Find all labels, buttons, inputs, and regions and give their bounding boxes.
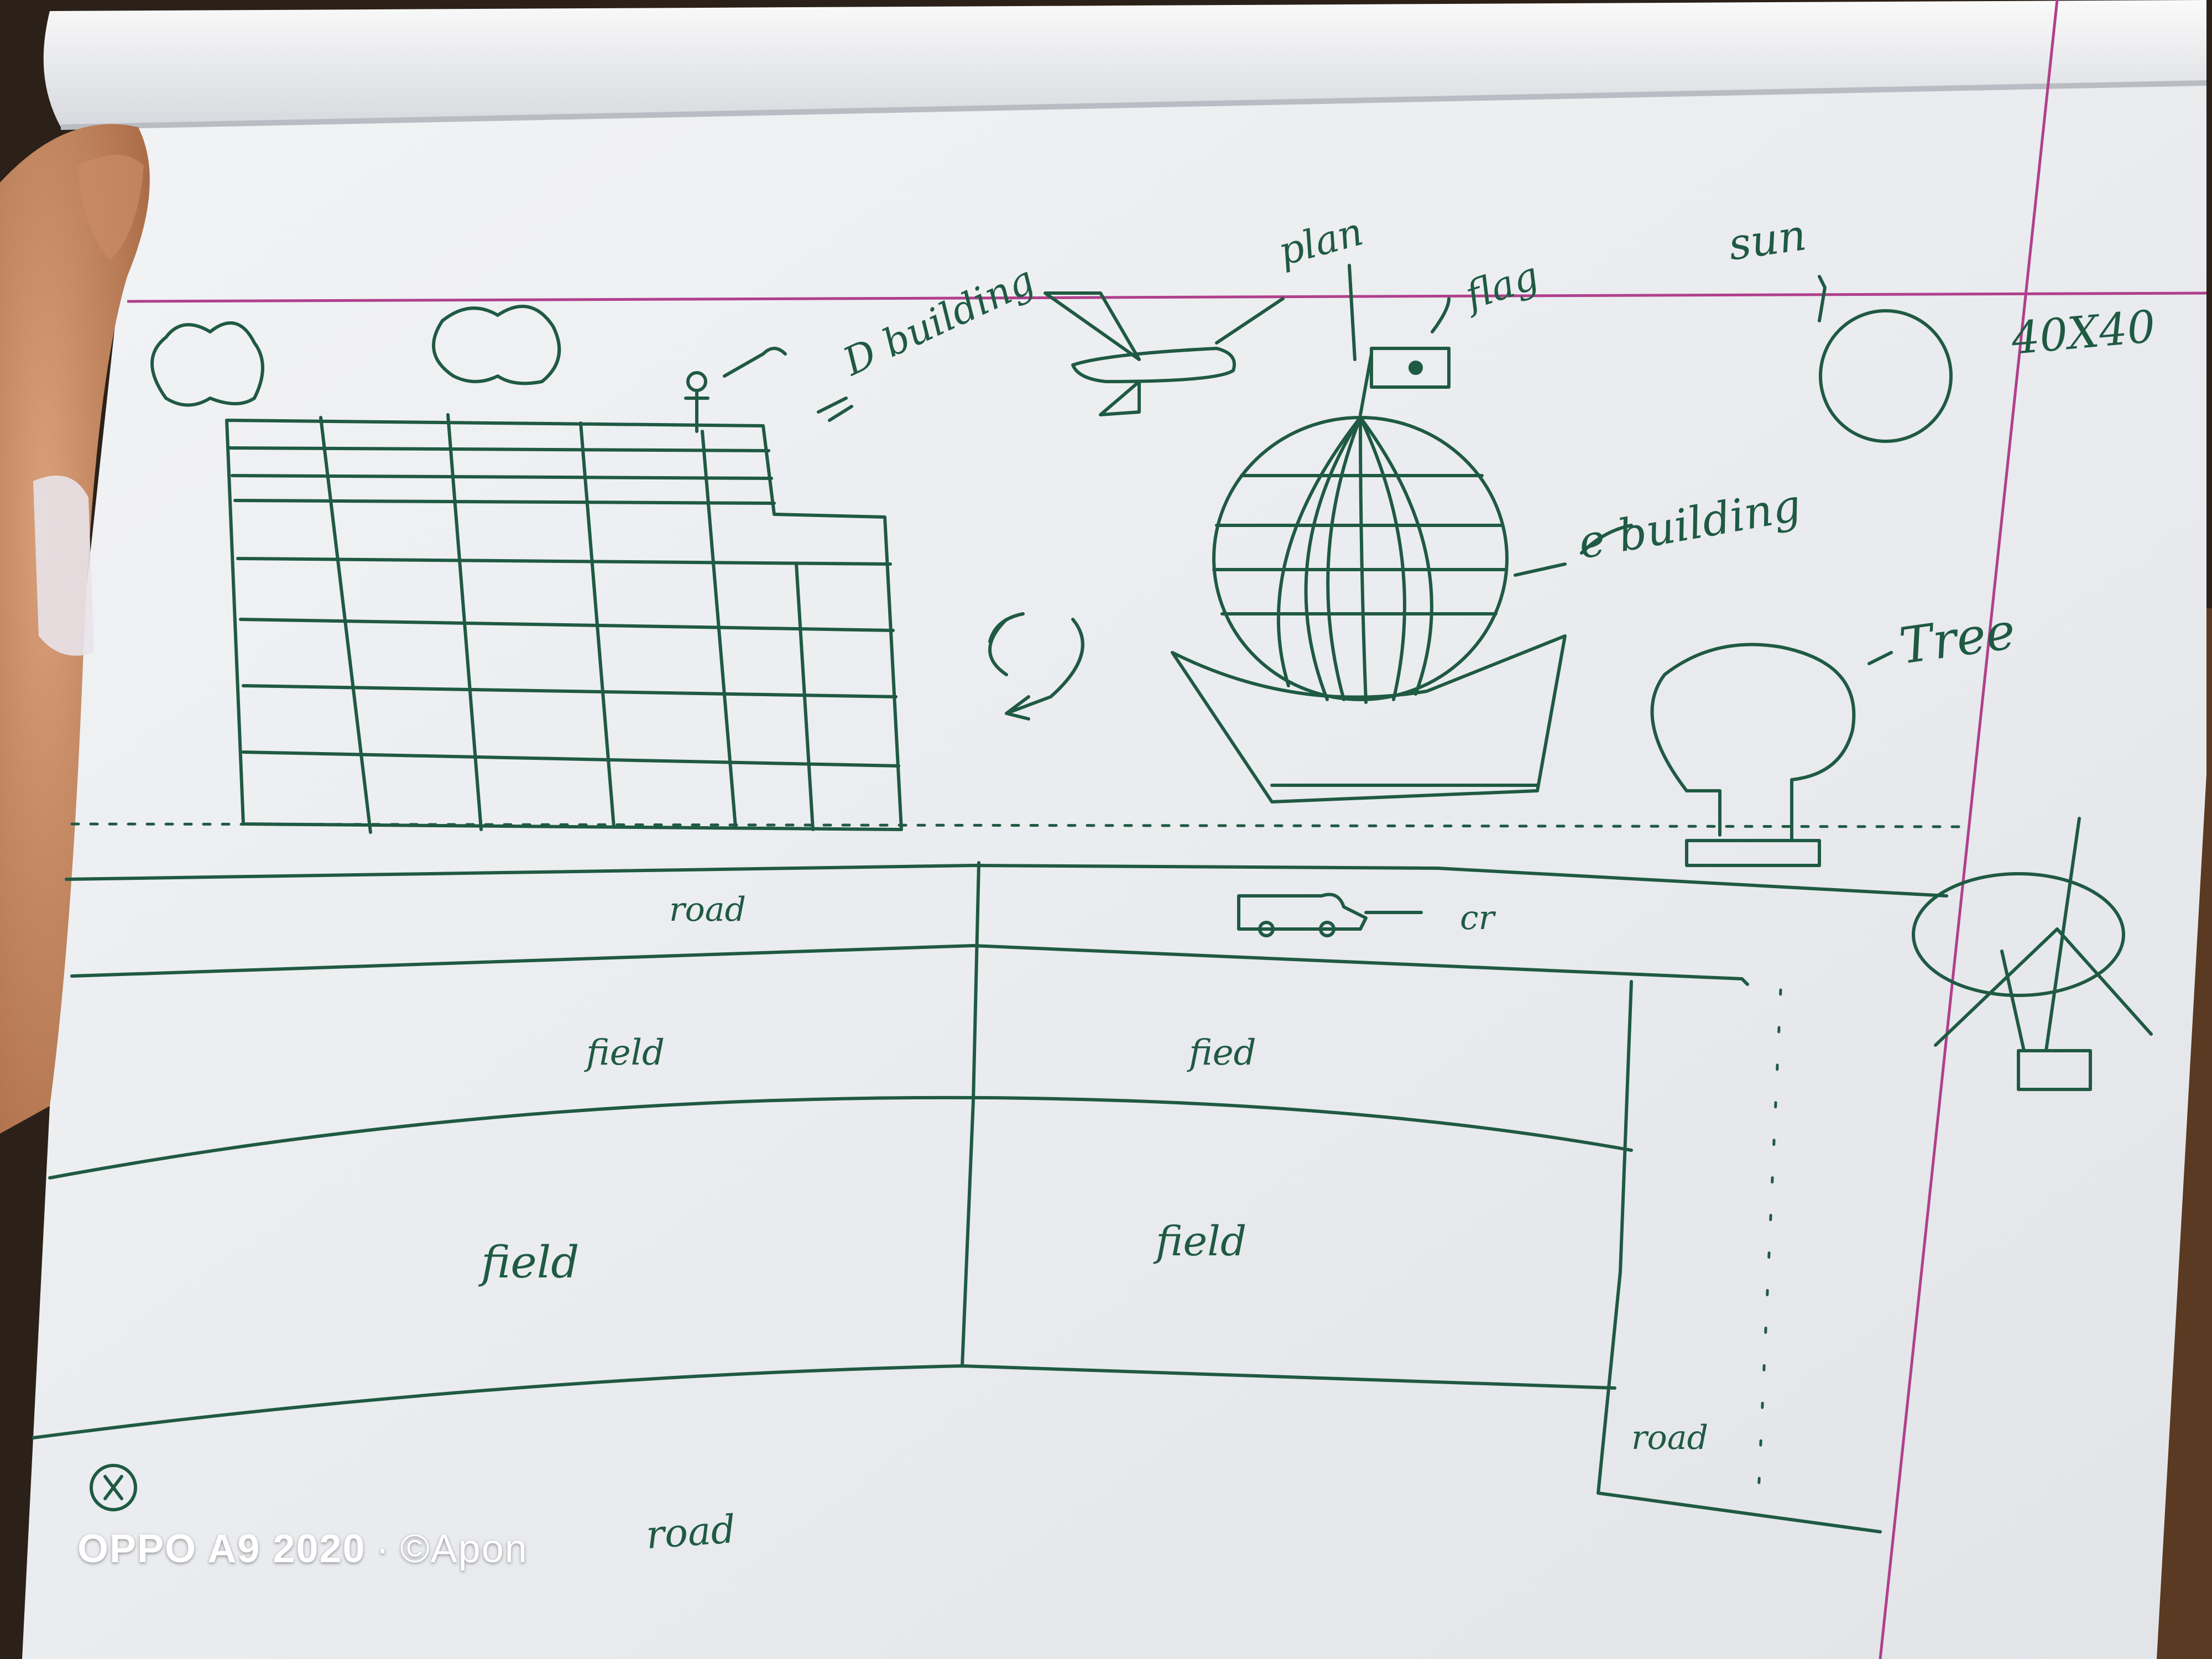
- paper-sheet: [22, 77, 2206, 1659]
- label-road-bottom: road: [644, 1506, 737, 1558]
- airplane: [1044, 291, 1285, 416]
- label-field-4: field: [1153, 1218, 1246, 1265]
- field-divider: [961, 861, 980, 1368]
- watermark-separator: ·: [375, 1527, 390, 1571]
- label-road-right: road: [1631, 1418, 1708, 1457]
- right-margin-line: [1879, 0, 2059, 1659]
- north-symbol: [90, 1464, 137, 1511]
- top-margin-line: [127, 291, 2207, 303]
- sun: [1818, 275, 1953, 443]
- field-line-bottom: [32, 1364, 1616, 1439]
- label-sun: sun: [1725, 210, 1809, 270]
- thumb-nail: [77, 155, 144, 260]
- camera-watermark: OPPO A9 2020·©Apon: [77, 1526, 528, 1572]
- label-size: 40X40: [2009, 301, 2158, 364]
- label-field-2: fied: [1187, 1032, 1256, 1073]
- label-road-top: road: [669, 890, 746, 929]
- road-top-lower-edge: [70, 944, 1749, 986]
- watermark-device: OPPO A9 2020: [77, 1527, 366, 1571]
- road-top-upper-edge: [65, 864, 1948, 898]
- rotate-arrows-icon: [988, 612, 1084, 721]
- ground-line: [70, 822, 1970, 828]
- e-building: [1171, 416, 1633, 804]
- car: [1237, 893, 1423, 937]
- windmill: [1912, 817, 2153, 1091]
- tree: [1650, 643, 1893, 867]
- label-field-1: field: [584, 1032, 665, 1073]
- flag: [1348, 264, 1451, 416]
- label-car: cr: [1460, 899, 1496, 937]
- watermark-credit: ©Apon: [400, 1527, 528, 1571]
- field-line-mid: [48, 1095, 1633, 1180]
- cloud-left: [150, 321, 264, 407]
- rolled-page: [43, 0, 2206, 127]
- sleeve: [33, 476, 94, 656]
- rolled-page-shadow: [60, 80, 2207, 130]
- label-field-3: field: [478, 1237, 580, 1288]
- road-right-edge: [1597, 980, 1882, 1533]
- cloud-middle: [432, 305, 561, 385]
